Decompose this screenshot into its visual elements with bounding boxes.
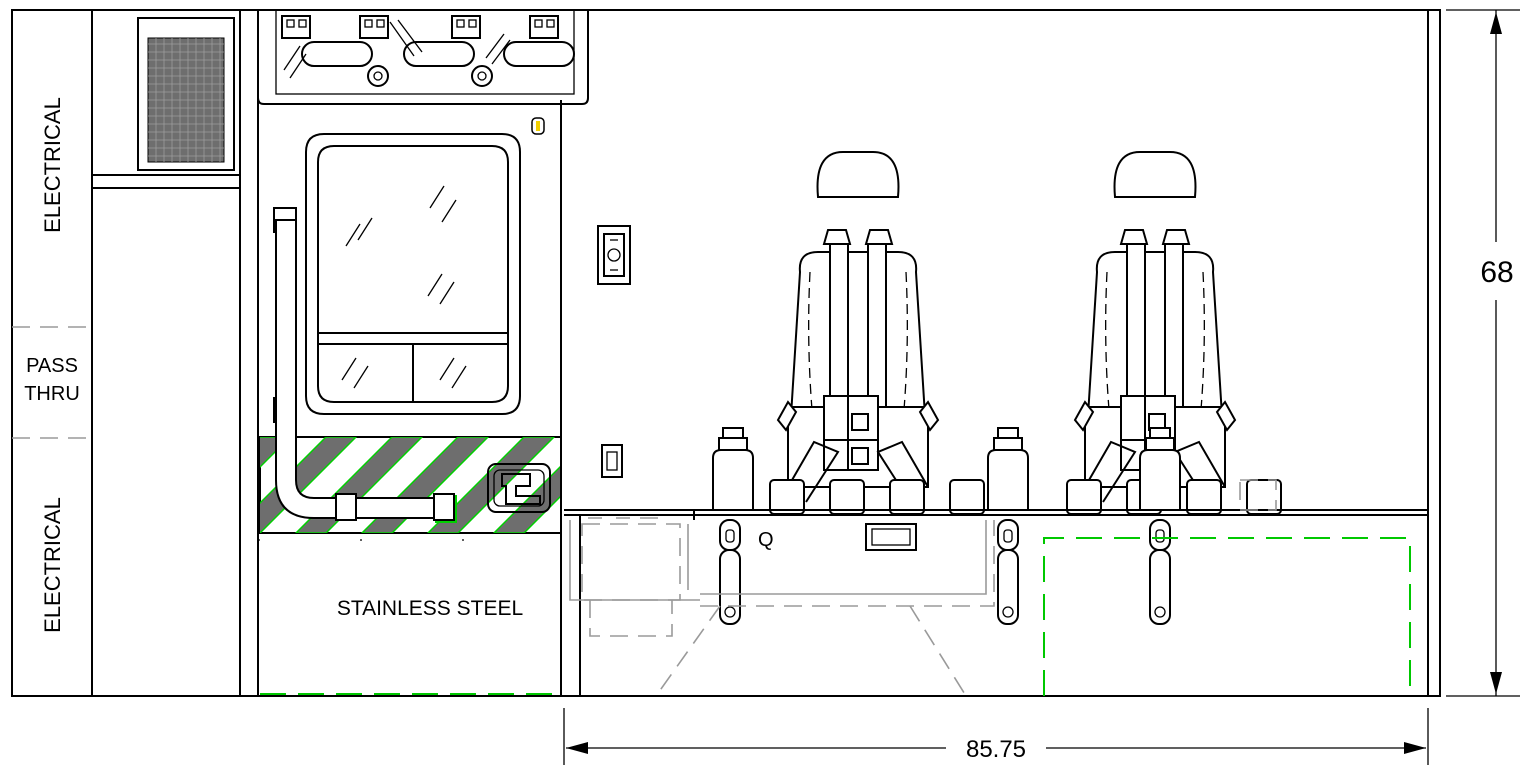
hidden-storage-bin (569, 479, 1277, 697)
left-side-panel: ELECTRICAL PASS THRU ELECTRICAL (12, 97, 92, 633)
width-dimension-value: 85.75 (966, 736, 1026, 763)
door-handle-icon (487, 463, 551, 513)
lower-cabinet: Q (564, 509, 1428, 551)
side-door (305, 117, 545, 415)
seat-mount-marker: Q (758, 529, 774, 551)
height-dimension-value: 68 (1480, 256, 1513, 289)
wall-outlet (597, 225, 631, 285)
width-dimension: 85.75 (563, 708, 1429, 765)
compartment-frame (11, 9, 1441, 697)
light-switch (601, 444, 623, 478)
seat-belt-strap (719, 519, 1171, 625)
stainless-steel-label: STAINLESS STEEL (337, 597, 523, 620)
cabinet-handle (301, 41, 575, 67)
hidden-compartment-outline (1043, 537, 1411, 696)
vent-grille (137, 17, 235, 171)
pass-thru-label-line2: THRU (24, 383, 80, 405)
height-dimension: 68 (1446, 9, 1520, 697)
cabinet-knob-icon (367, 65, 389, 87)
electrical-label-lower: ELECTRICAL (40, 497, 65, 633)
grab-rail (273, 207, 455, 521)
pass-thru-label: PASS (26, 355, 78, 377)
electrical-label-upper: ELECTRICAL (40, 97, 65, 233)
overhead-cabinet (257, 9, 589, 105)
attendant-seat-left (769, 151, 985, 515)
stainless-steel-panel: STAINLESS STEEL (258, 100, 562, 696)
oxygen-bottle (712, 427, 754, 511)
